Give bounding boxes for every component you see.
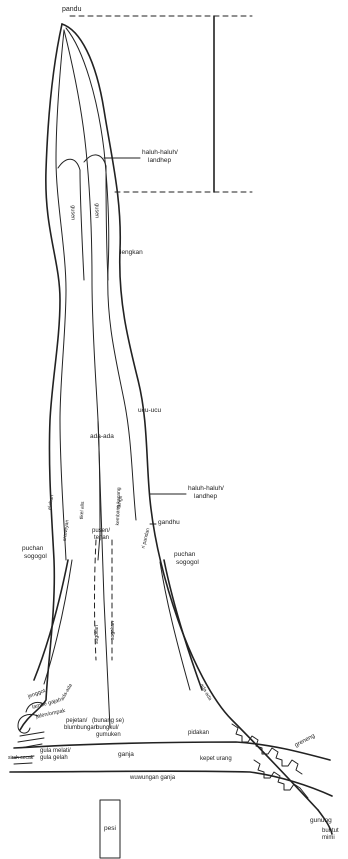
label-ucu-ucu: ucu-ucu bbox=[138, 408, 161, 415]
label-mimi: mimi bbox=[322, 835, 335, 841]
label-bungkul: (bunang se) bbox=[92, 718, 124, 724]
inner-ridge-right bbox=[66, 28, 136, 520]
puchan-right-inner bbox=[160, 562, 190, 690]
label-landhep-top: landhep bbox=[148, 158, 171, 165]
label-bungkul-2: bungkul/ bbox=[96, 725, 119, 731]
label-gandhu: gandhu bbox=[158, 520, 180, 527]
label-gusen-left: gusen bbox=[69, 205, 75, 220]
label-sirah-cecak: sirah cecak bbox=[8, 756, 33, 761]
label-sogogol-left: sogogol bbox=[24, 554, 47, 561]
label-landhep-mid: landhep bbox=[194, 494, 217, 501]
blade-right-edge bbox=[62, 24, 318, 810]
label-buntut: buntut bbox=[322, 828, 339, 834]
label-gumuken: gumuken bbox=[96, 732, 121, 738]
label-ganja: ganja bbox=[118, 752, 134, 759]
label-vertical-7: sogokan bbox=[95, 625, 100, 644]
label-haluh-mid: haluh-haluh/ bbox=[188, 486, 224, 493]
label-pejetan: pejetan/ bbox=[66, 718, 87, 724]
jenggot-curl bbox=[18, 714, 38, 733]
blade-left-edge bbox=[20, 24, 62, 730]
label-kepet-urang: kepet urang bbox=[200, 756, 232, 762]
label-tenan: tenan bbox=[94, 535, 109, 541]
label-gunung: gunung bbox=[310, 818, 332, 825]
label-sogogol-right: sogogol bbox=[176, 560, 199, 567]
puchan-right bbox=[164, 560, 202, 690]
label-pandu: pandu bbox=[62, 6, 81, 13]
ada-ada-rib bbox=[98, 420, 110, 728]
label-blumbungan: blumbungan bbox=[64, 725, 97, 731]
label-gula-melati: gula melati/ bbox=[40, 748, 71, 754]
greneng-teeth-lower bbox=[254, 760, 308, 798]
label-puchan-left: puchan bbox=[22, 546, 43, 553]
label-puchan-right: puchan bbox=[174, 552, 195, 559]
jalen-lines bbox=[18, 732, 44, 748]
label-pusen: pusen/ bbox=[92, 528, 110, 534]
label-ada-ada: ada-ada bbox=[90, 434, 114, 441]
inner-ridge-left bbox=[56, 30, 66, 560]
label-gusen-right: gusen bbox=[93, 203, 99, 218]
label-gula-gelah: gula gelah bbox=[40, 755, 68, 761]
label-haluh-top: haluh-haluh/ bbox=[142, 150, 178, 157]
label-vertical-8: sogokan bbox=[111, 621, 116, 640]
inner-ridge-center bbox=[64, 30, 100, 540]
label-lengkan: lengkan bbox=[120, 250, 143, 257]
label-wuwungan: wuwungan ganja bbox=[130, 775, 175, 781]
label-pidakan: pidakan bbox=[188, 730, 209, 736]
label-pesi: pesi bbox=[104, 826, 116, 833]
